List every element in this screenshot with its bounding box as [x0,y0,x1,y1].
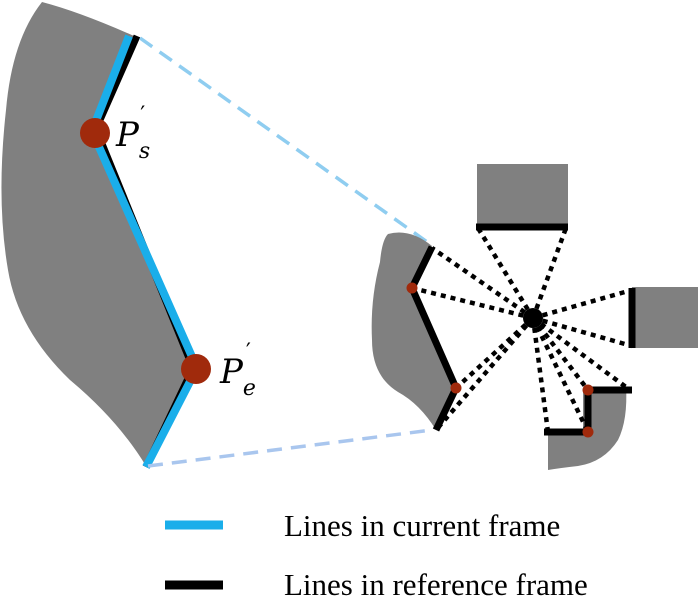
top-rectangle [477,164,568,226]
reference-line-bottom-shape [544,386,632,436]
legend-reference-label: Lines in reference frame [284,567,588,602]
endpoint-bottom-2 [582,426,594,438]
endpoint-start-large [80,118,110,148]
reference-line-small [408,245,460,432]
projection-dash-top [138,36,432,246]
reference-segments [408,223,636,436]
ray-top-right [530,227,569,319]
small-surface-shape [371,232,456,430]
endpoint-end-large [181,354,211,384]
current-line-large [87,34,202,469]
ray-bottom-d [530,317,591,433]
ray-small-bottom [434,316,535,432]
endpoint-bottom-1 [582,384,594,396]
ray-small-top [430,246,535,320]
ray-top-left [476,226,535,320]
projection-dash-bottom [147,428,433,468]
legend-current-label: Lines in current frame [284,508,560,543]
ray-small-middle [411,285,534,321]
ray-bottom-a [531,316,632,392]
ray-small-lower [454,316,535,390]
legend: Lines in current frame Lines in referenc… [165,508,588,602]
ray-right-bottom [532,315,633,349]
endpoint-small-1 [406,282,418,294]
projection-rays [411,226,633,433]
endpoint-small-2 [450,382,462,394]
ray-right-top [532,287,633,321]
right-rectangle [632,287,698,348]
camera-center [523,308,543,328]
end-point-label: Pe′ [219,340,256,401]
start-point-label: Ps′ [115,103,150,164]
large-surface-shape [1,2,194,466]
